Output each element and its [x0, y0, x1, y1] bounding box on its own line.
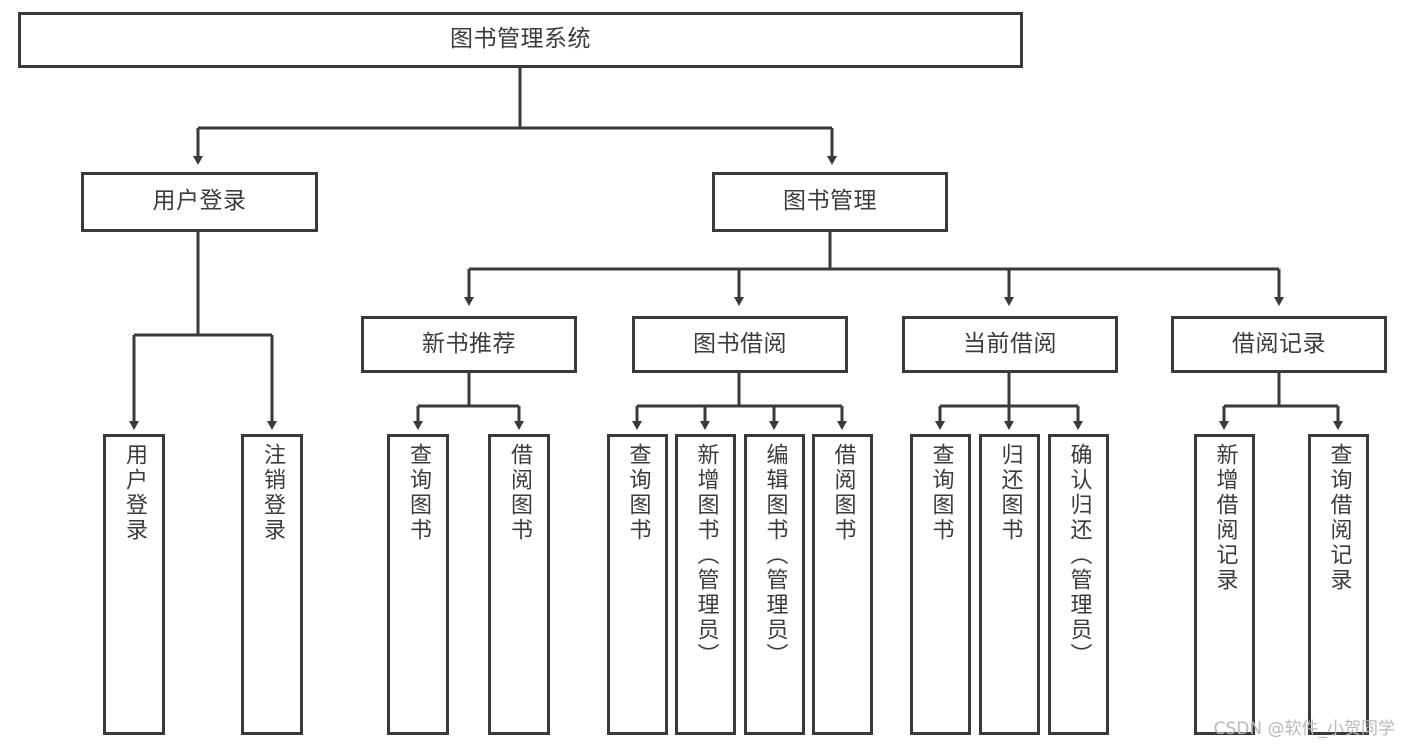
node-leaf-confirm-return-label: 确认归还（管理员）: [1066, 443, 1092, 668]
node-leaf-query-book-3[interactable]: 查询图书: [910, 434, 971, 735]
node-root[interactable]: 图书管理系统: [18, 12, 1023, 68]
node-leaf-return-book[interactable]: 归还图书: [979, 434, 1040, 735]
node-new-book-recommend-label: 新书推荐: [422, 330, 516, 357]
node-leaf-query-book-1[interactable]: 查询图书: [387, 434, 449, 735]
node-leaf-borrow-book-1[interactable]: 借阅图书: [488, 434, 550, 735]
node-new-book-recommend[interactable]: 新书推荐: [361, 316, 577, 373]
node-current-borrow[interactable]: 当前借阅: [902, 316, 1118, 373]
node-user-login[interactable]: 用户登录: [81, 172, 318, 232]
node-leaf-query-record-label: 查询借阅记录: [1326, 443, 1352, 593]
node-leaf-add-book[interactable]: 新增图书（管理员）: [675, 434, 736, 735]
node-leaf-edit-book-label: 编辑图书（管理员）: [762, 443, 788, 668]
node-leaf-query-book-2-label: 查询图书: [625, 443, 651, 543]
node-book-management[interactable]: 图书管理: [712, 172, 948, 232]
node-book-borrow[interactable]: 图书借阅: [632, 316, 848, 373]
node-leaf-query-book-2[interactable]: 查询图书: [607, 434, 668, 735]
node-leaf-user-login[interactable]: 用户登录: [103, 434, 165, 735]
node-leaf-user-login-label: 用户登录: [122, 443, 147, 543]
node-book-borrow-label: 图书借阅: [693, 330, 787, 357]
node-leaf-borrow-book-1-label: 借阅图书: [507, 443, 532, 543]
node-leaf-borrow-book-2-label: 借阅图书: [830, 443, 856, 543]
node-book-management-label: 图书管理: [783, 188, 877, 215]
node-leaf-add-book-label: 新增图书（管理员）: [693, 443, 719, 668]
node-leaf-query-book-3-label: 查询图书: [928, 443, 954, 543]
node-leaf-query-record[interactable]: 查询借阅记录: [1308, 434, 1369, 735]
node-borrow-record-label: 借阅记录: [1232, 330, 1326, 357]
node-leaf-logout[interactable]: 注销登录: [241, 434, 303, 735]
node-leaf-edit-book[interactable]: 编辑图书（管理员）: [744, 434, 805, 735]
node-current-borrow-label: 当前借阅: [963, 330, 1057, 357]
node-leaf-borrow-book-2[interactable]: 借阅图书: [812, 434, 873, 735]
node-leaf-logout-label: 注销登录: [260, 443, 285, 543]
csdn-watermark: CSDN @软件_小贺同学: [1213, 719, 1395, 739]
node-user-login-label: 用户登录: [152, 188, 247, 215]
node-leaf-add-record-label: 新增借阅记录: [1212, 443, 1238, 593]
node-leaf-add-record[interactable]: 新增借阅记录: [1194, 434, 1255, 735]
node-leaf-confirm-return[interactable]: 确认归还（管理员）: [1048, 434, 1109, 735]
node-root-label: 图书管理系统: [450, 26, 591, 53]
node-leaf-return-book-label: 归还图书: [997, 443, 1023, 543]
node-leaf-query-book-1-label: 查询图书: [406, 443, 431, 543]
node-borrow-record[interactable]: 借阅记录: [1171, 316, 1387, 373]
